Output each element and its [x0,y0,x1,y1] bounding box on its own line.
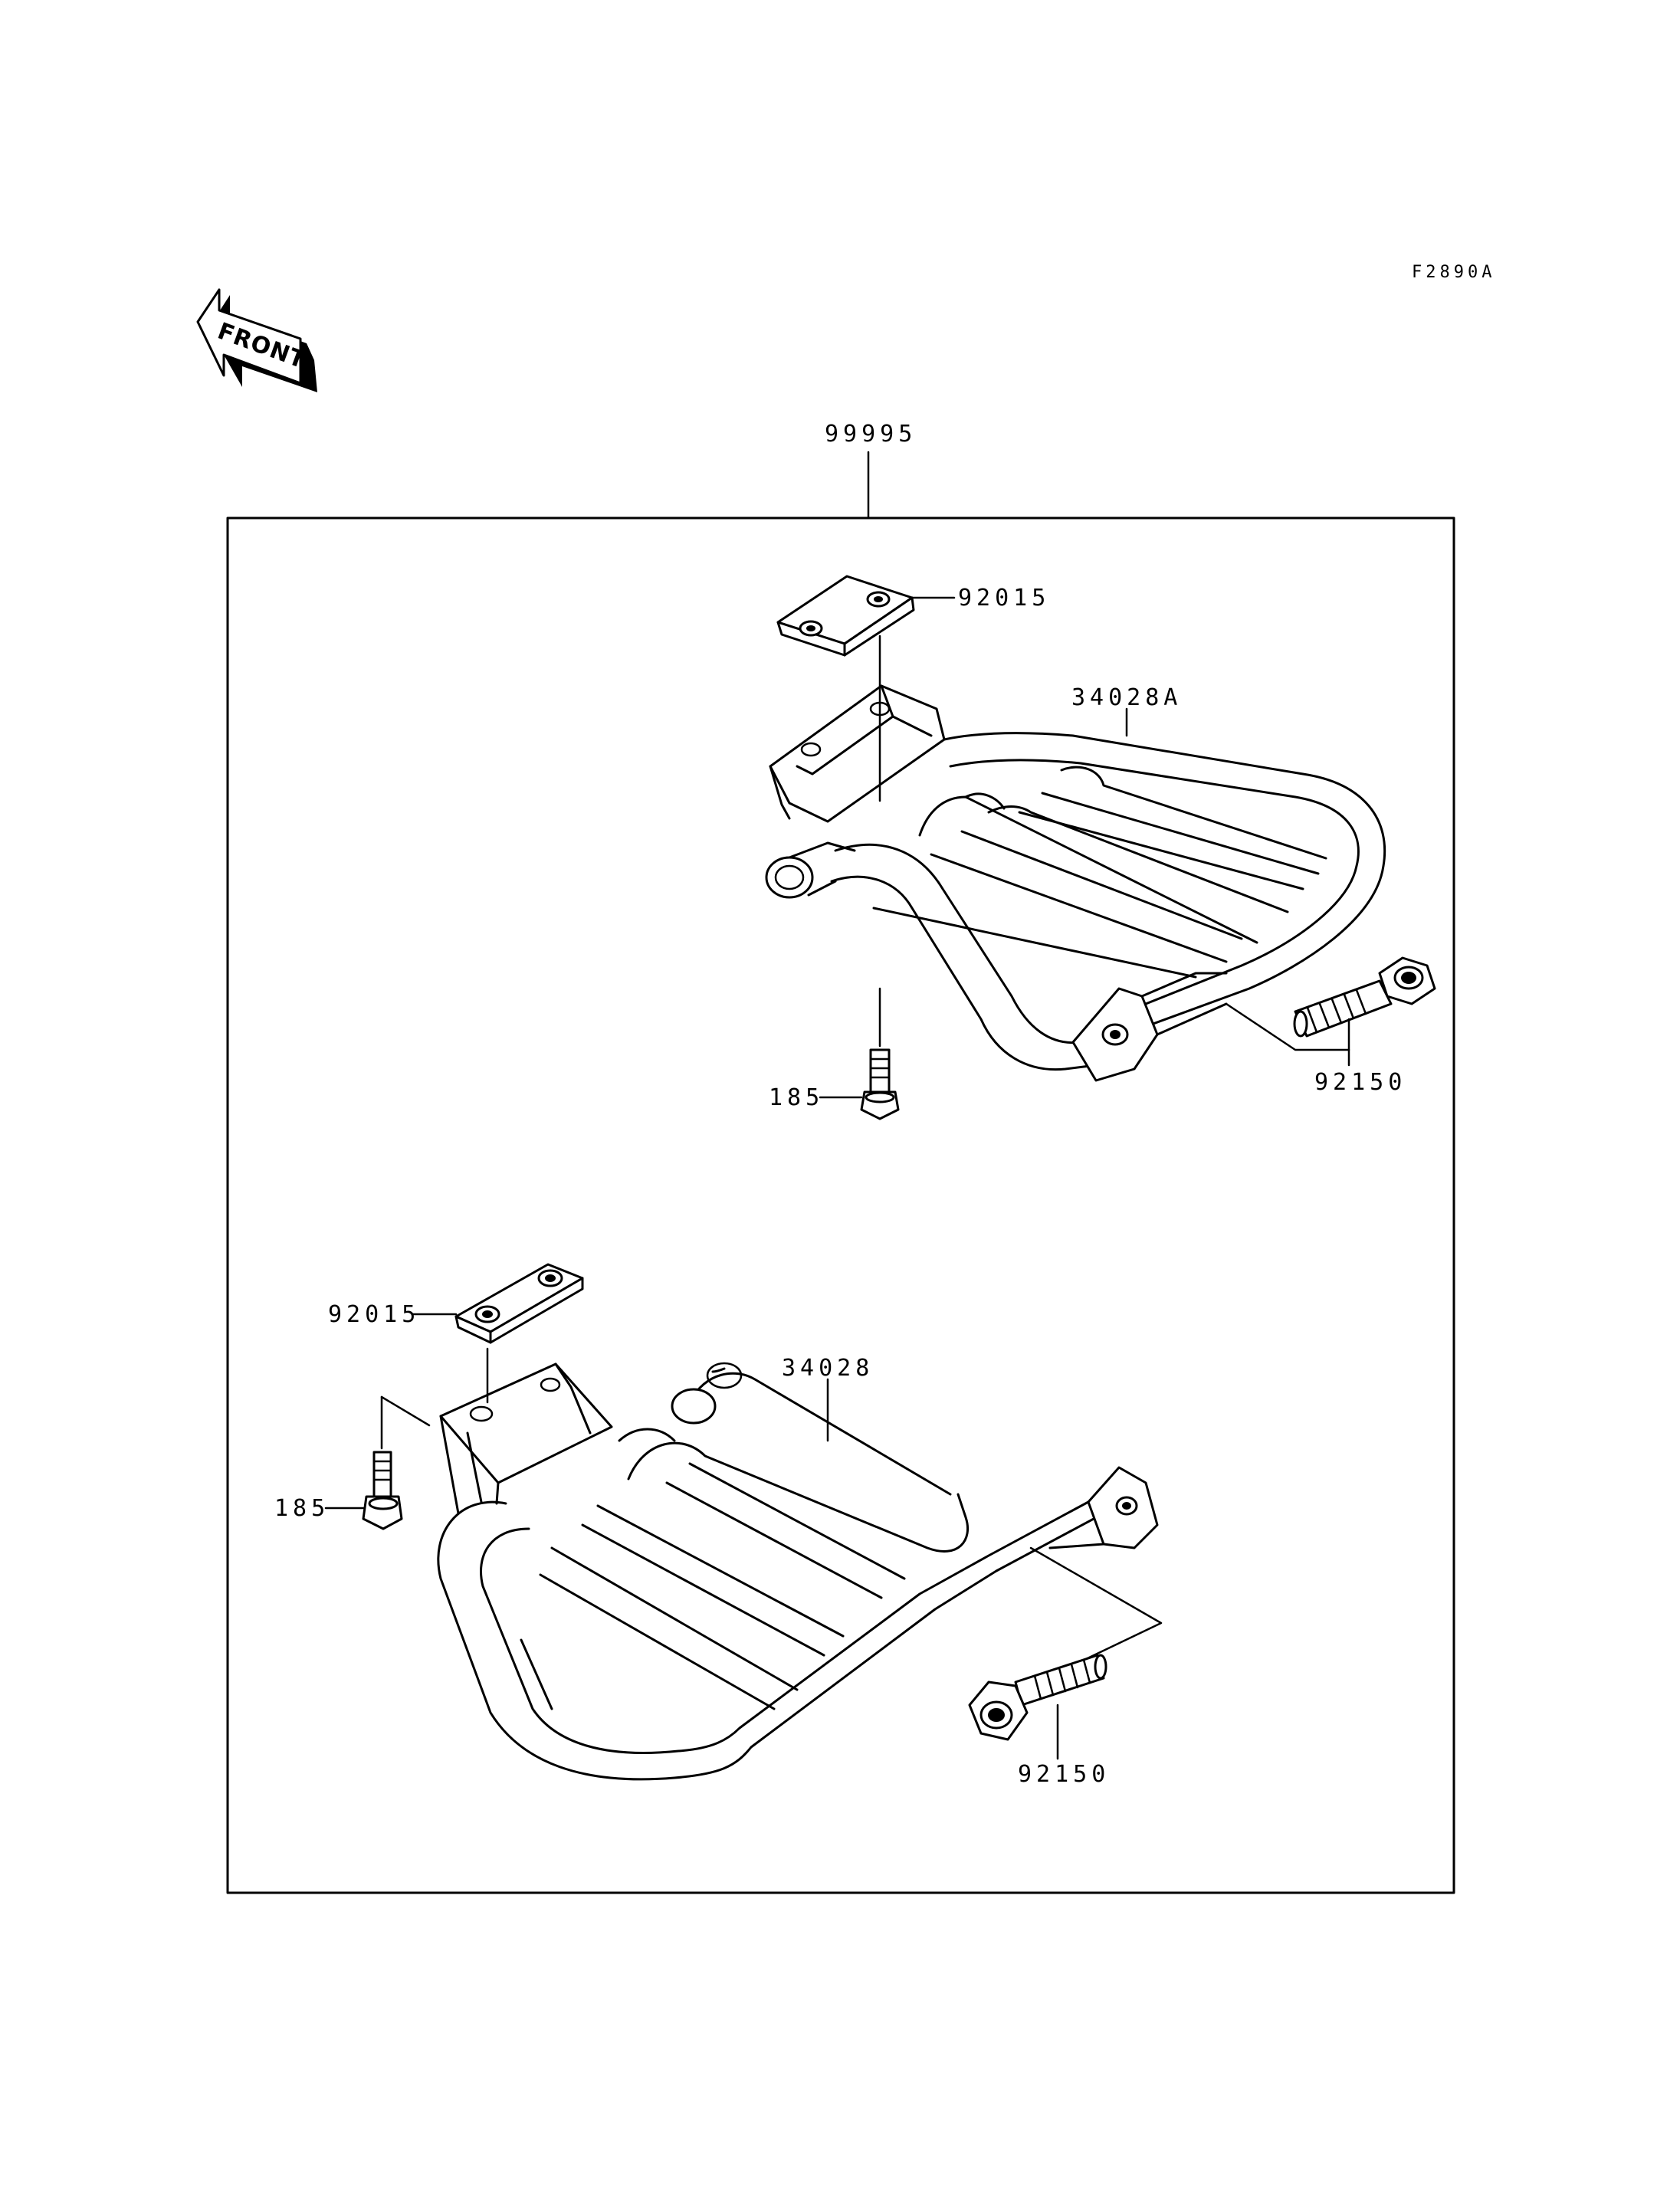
bottom-bolt-short-leader-top [380,1395,431,1427]
top-bolt-long-leader [1225,1002,1350,1051]
bottom-bolt-long [968,1654,1107,1741]
label-bottom-clamp: 92015 [328,1301,420,1328]
top-bolt-long [1293,956,1436,1038]
label-top-bolt-long: 92150 [1314,1069,1406,1096]
front-arrow-icon: FRONT [196,288,317,392]
label-top-bolt-short: 185 [769,1084,824,1111]
bottom-carrier [437,1362,1159,1781]
label-top-clamp: 92015 [958,585,1050,612]
top-clamp [776,575,915,657]
top-bolt-short [860,1048,900,1120]
label-bottom-bolt-short: 185 [274,1495,330,1522]
label-top-carrier: 34028A [1071,684,1182,711]
label-bottom-carrier: 34028 [782,1355,874,1382]
label-kit: 99995 [825,421,917,448]
top-carrier [765,684,1386,1082]
label-bottom-bolt-long: 92150 [1018,1761,1110,1788]
bottom-bolt-short [362,1451,403,1530]
kit-box [226,516,1455,1894]
bottom-clamp [454,1263,584,1344]
figure-code: F2890A [1412,263,1495,282]
